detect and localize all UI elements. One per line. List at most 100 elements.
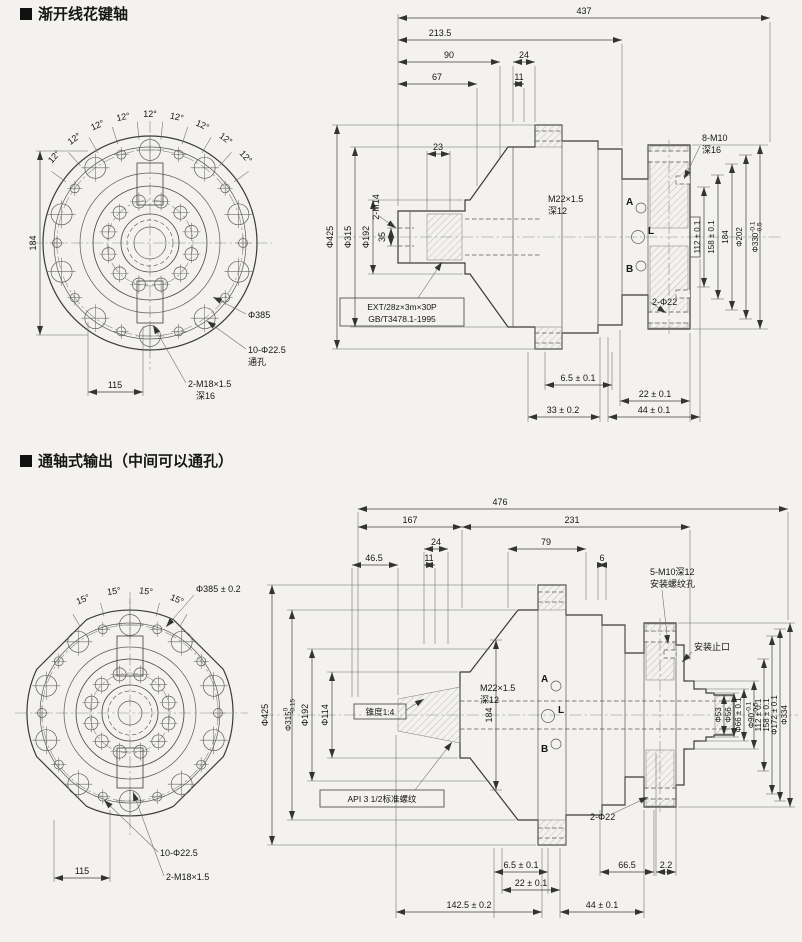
label-8m10-2: 深16 xyxy=(702,145,721,155)
angle-label: 12° xyxy=(238,148,255,165)
label-2d22: 2-Φ22 xyxy=(652,297,677,307)
angle-label: 12° xyxy=(89,118,106,133)
port-l-label: L xyxy=(648,226,654,237)
port-a-label: A xyxy=(626,197,633,208)
angle-label: 12° xyxy=(194,118,211,133)
spline-section-hatch xyxy=(426,213,463,261)
svg-text:Φ3150-0.15: Φ3150-0.15 xyxy=(283,699,297,732)
label-m22-1: M22×1.5 xyxy=(480,683,515,693)
center-hub-circle xyxy=(120,213,180,273)
dim-158: 158 ± 0.1 xyxy=(707,220,716,254)
label-m22-1: M22×1.5 xyxy=(548,194,583,204)
side2-dimension-lines xyxy=(267,506,795,918)
dim-d172: Φ172 ± 0.1 xyxy=(770,695,779,735)
label-m18-2: 深16 xyxy=(196,391,215,401)
svg-text:Φ90-0.1-0.5: Φ90-0.1-0.5 xyxy=(746,701,760,728)
port-l-circle xyxy=(631,230,645,244)
dim-112: 112 ± 0.1 xyxy=(693,220,702,253)
label-2d22: 2-Φ22 xyxy=(590,812,615,822)
label-mounting-spigot: 安装止口 xyxy=(694,641,730,652)
port-a-label: A xyxy=(541,674,548,685)
port-l-circle xyxy=(541,709,555,723)
side1-dimension-lines xyxy=(332,14,771,422)
label-m18: 2-M18×1.5 xyxy=(166,872,209,882)
dim-d53: Φ53 xyxy=(714,707,723,723)
dim-22: 22 ± 0.1 xyxy=(639,389,671,399)
label-mount-holes-1: 10-Φ22.5 xyxy=(248,345,286,355)
label-5m10-2: 安装螺纹孔 xyxy=(650,578,695,589)
label-2m14: 2-M14 xyxy=(371,194,381,220)
label-5m10-1: 5-M10深12 xyxy=(650,567,695,577)
angle-label: 15° xyxy=(139,585,154,597)
section1-title: 渐开线花键轴 xyxy=(20,5,128,23)
angle-label: 15° xyxy=(169,592,186,607)
center-hub-circle xyxy=(101,684,159,742)
front-view-through-shaft: 15° 15° 15° 15° Φ385 ± 0.2 10-Φ22.5 115 … xyxy=(15,584,248,882)
api-note-box xyxy=(319,789,445,808)
angle-labels-15deg: 15° 15° 15° 15° xyxy=(75,585,186,606)
section2-title: 通轴式输出（中间可以通孔） xyxy=(20,452,233,470)
dim-24: 24 xyxy=(431,537,441,547)
section-bullet xyxy=(20,8,32,20)
svg-text:Φ330-0.1-0.5: Φ330-0.1-0.5 xyxy=(750,221,764,252)
dim-23: 23 xyxy=(433,142,443,152)
dim-d192: Φ192 xyxy=(361,226,371,248)
side-view-through-shaft: A L B xyxy=(260,497,798,918)
angle-label: 12° xyxy=(115,110,131,123)
label-taper: 锥度1:4 xyxy=(366,707,395,717)
front-view-spline: 12° 12° 12° 12° 12° 12° 12° 12° 12° 184 … xyxy=(28,109,286,401)
dim-167: 167 xyxy=(402,515,417,525)
dim-11: 11 xyxy=(424,553,433,563)
dim-2-2: 2.2 xyxy=(660,860,673,870)
output-spigot xyxy=(690,216,701,258)
dim-184-side: 184 xyxy=(721,230,730,244)
dim-d114: Φ114 xyxy=(320,704,330,726)
dim-112: 112 ± 0.1 xyxy=(754,698,763,731)
dim-d202: Φ202 xyxy=(735,227,744,247)
dim-66-5: 66.5 xyxy=(618,860,636,870)
dim-115-front: 115 xyxy=(108,380,122,390)
angle-label: 15° xyxy=(107,585,122,597)
dim-d330: Φ330-0.1-0.5 xyxy=(750,221,764,252)
section1-title-text: 渐开线花键轴 xyxy=(38,5,128,23)
dim-79: 79 xyxy=(541,537,551,547)
label-m22-2: 深12 xyxy=(548,206,567,216)
taper-bore-section xyxy=(397,686,461,744)
dim-44: 44 ± 0.1 xyxy=(586,900,618,910)
angle-label: 12° xyxy=(169,111,185,124)
dim-184-front: 184 xyxy=(28,235,38,250)
label-d385: Φ385 ± 0.2 xyxy=(196,584,241,594)
dim-33: 33 ± 0.2 xyxy=(547,405,579,415)
dim-142-5: 142.5 ± 0.2 xyxy=(447,900,492,910)
angle-label: 12° xyxy=(66,130,83,146)
dim-6: 6 xyxy=(599,553,604,563)
port-b-circle xyxy=(635,260,647,272)
dim-44: 44 ± 0.1 xyxy=(638,405,670,415)
dim-231: 231 xyxy=(564,515,579,525)
dim-d56: Φ56 xyxy=(724,707,733,723)
dim-184: 184 xyxy=(484,707,494,722)
dim-d192: Φ192 xyxy=(300,704,310,726)
port-l-label: L xyxy=(558,705,564,716)
front2-dimensions xyxy=(53,594,195,882)
dim-35: 35 xyxy=(377,232,387,242)
section-bullet xyxy=(20,455,32,467)
spline-bore-circle xyxy=(126,219,174,267)
dim-24: 24 xyxy=(519,50,529,60)
dim-6-5: 6.5 ± 0.1 xyxy=(504,860,539,870)
dim-22: 22 ± 0.1 xyxy=(515,878,547,888)
port-a-circle xyxy=(550,680,562,692)
dim-476: 476 xyxy=(492,497,507,507)
angle-label: 12° xyxy=(143,109,157,119)
angle-tick-marks xyxy=(72,599,188,627)
dim-6-5: 6.5 ± 0.1 xyxy=(561,373,596,383)
label-d385: Φ385 xyxy=(248,310,270,320)
side-view-spline: A L B xyxy=(325,6,782,422)
angle-label: 12° xyxy=(46,148,63,165)
section2-title-text: 通轴式输出（中间可以通孔） xyxy=(38,452,233,470)
dim-d425: Φ425 xyxy=(325,226,335,248)
port-b-label: B xyxy=(541,744,548,755)
dim-d334: Φ334 xyxy=(780,705,789,725)
dim-d315: Φ315 xyxy=(343,226,353,248)
